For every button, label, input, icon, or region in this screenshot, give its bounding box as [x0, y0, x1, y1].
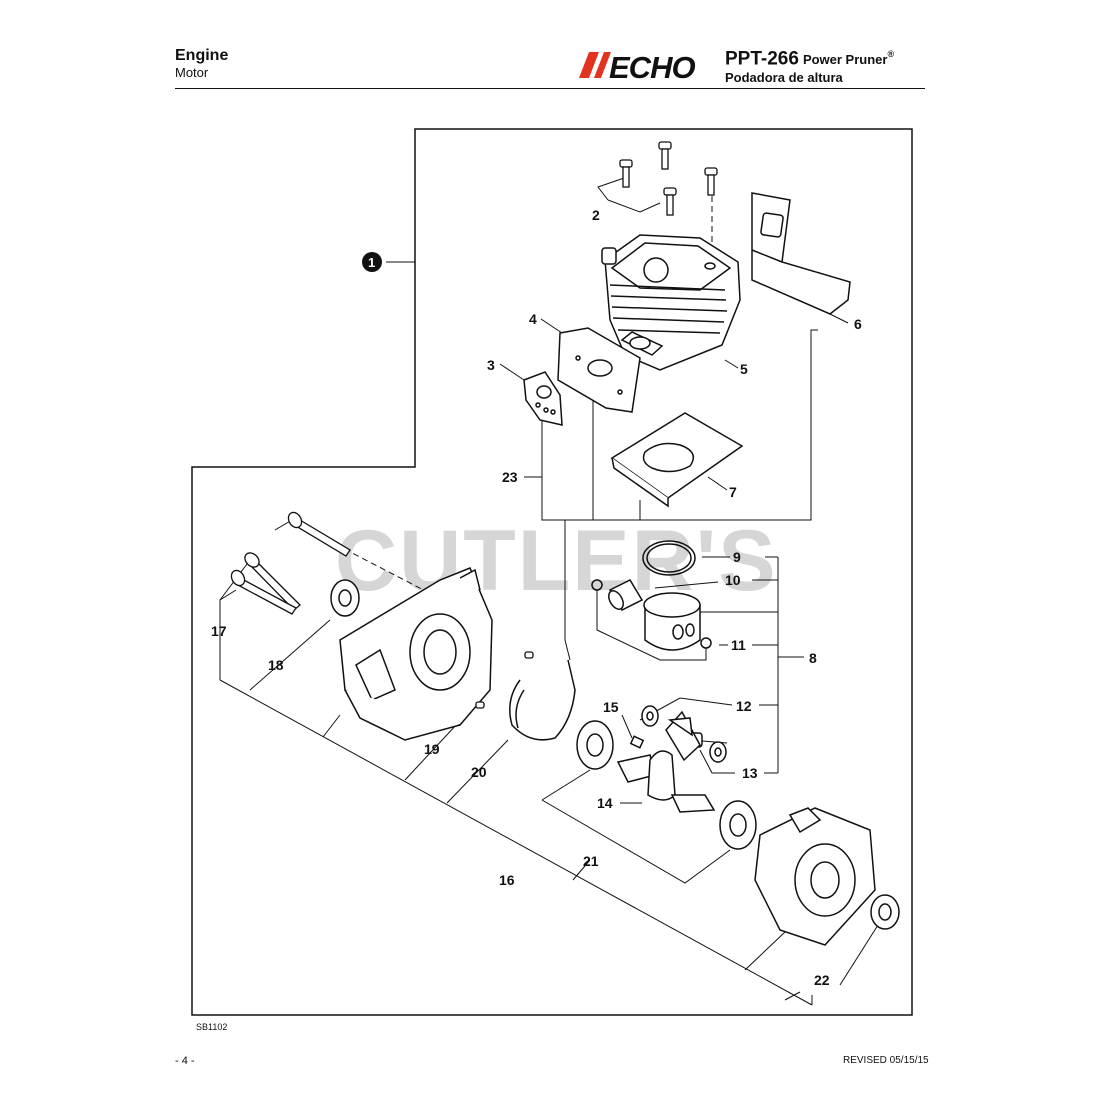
main-bearings: [576, 720, 757, 850]
callout-1-badge: [362, 252, 382, 272]
crankshaft: [616, 710, 716, 813]
callout-22: 22: [814, 972, 830, 988]
crankcase-half-left: [339, 567, 493, 741]
circlips: [591, 579, 712, 649]
page-header-left: Engine Motor: [175, 47, 228, 81]
callout-labels: 1 2 3 4 5 6 7 8 9 10 11 12 13 14 15 16 1…: [211, 207, 862, 988]
section-subtitle: Motor: [175, 65, 209, 80]
page-number: - 4 -: [175, 1055, 195, 1067]
callout-6: 6: [854, 316, 862, 332]
cylinder-bolts: [619, 141, 718, 216]
callout-8: 8: [809, 650, 817, 666]
callout-12: 12: [736, 698, 752, 714]
callout-5: 5: [740, 361, 748, 377]
crankcase-bolts: [230, 511, 351, 615]
intake-gasket: [557, 327, 641, 413]
cylinder-base-gasket: [610, 412, 744, 508]
callout-19: 19: [424, 741, 440, 757]
callout-17: 17: [211, 623, 227, 639]
crankcase-gasket: [509, 659, 576, 741]
callout-16: 16: [499, 872, 515, 888]
callout-9: 9: [733, 549, 741, 565]
callout-21: 21: [583, 853, 599, 869]
piston: [643, 592, 701, 651]
callout-3: 3: [487, 357, 495, 373]
product-name-en: Power Pruner: [802, 52, 888, 68]
callout-10: 10: [725, 572, 741, 588]
callout-7: 7: [729, 484, 737, 500]
header-rule: [175, 88, 925, 89]
callout-1: 1: [368, 255, 375, 270]
insulator-plate: [523, 371, 563, 426]
revision-date: REVISED 05/15/15: [843, 1055, 929, 1066]
oil-seal-left: [330, 579, 360, 617]
cylinder: [601, 234, 741, 371]
product-name-es: Podadora de altura: [725, 70, 843, 86]
section-title: Engine: [175, 47, 229, 64]
callout-2: 2: [592, 207, 600, 223]
piston-ring: [642, 540, 696, 576]
callout-11: 11: [731, 637, 746, 653]
callout-14: 14: [597, 795, 613, 811]
drawing-code: SB1102: [196, 1022, 228, 1032]
echo-logo: ECHO: [579, 50, 696, 83]
crankcase-half-right: [754, 807, 876, 946]
callout-13: 13: [742, 765, 758, 781]
heat-shield: [751, 192, 851, 315]
callout-18: 18: [268, 657, 284, 673]
dowel-pins: [475, 651, 534, 709]
callout-20: 20: [471, 764, 487, 780]
callout-23: 23: [502, 469, 518, 485]
watermark-text: CUTLER'S: [335, 513, 778, 609]
callout-4: 4: [529, 311, 537, 327]
leader-lines: [219, 176, 879, 1006]
assembly-frame: [191, 128, 913, 1016]
model-number: PPT-266: [725, 48, 799, 70]
oil-seal-right: [870, 894, 900, 930]
callout-15: 15: [603, 699, 619, 715]
echo-logo-text: ECHO: [609, 50, 695, 83]
piston-pin: [608, 579, 644, 611]
echo-logo-stripes: [579, 52, 611, 78]
registered-mark: ®: [887, 48, 895, 59]
